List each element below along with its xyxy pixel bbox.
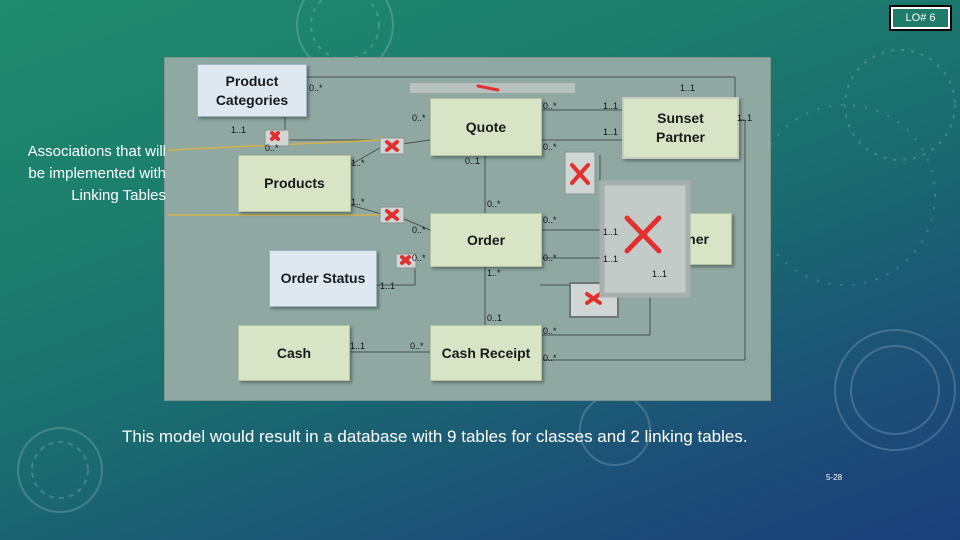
multiplicity-label: 0..* — [412, 253, 426, 263]
multiplicity-label: 0..* — [543, 326, 557, 336]
multiplicity-label: 1..* — [351, 158, 365, 168]
multiplicity-label: 1..* — [487, 268, 501, 278]
multiplicity-label: 1..1 — [231, 125, 247, 135]
multiplicity-label: 0..* — [410, 341, 424, 351]
multiplicity-label: 0..* — [543, 142, 557, 152]
class-order-status: Order Status — [269, 250, 377, 307]
class-label: Cash — [276, 344, 312, 361]
class-label: Quote — [465, 118, 507, 135]
multiplicity-label: 0..* — [487, 199, 501, 209]
multiplicity-label: 0..1 — [465, 156, 481, 166]
page-number: 5-28 — [826, 473, 843, 482]
slide-caption: This model would result in a database wi… — [122, 427, 748, 446]
multiplicity-label: 0..* — [265, 143, 279, 153]
multiplicity-label: 1..1 — [603, 101, 619, 111]
multiplicity-label: 1..1 — [680, 83, 696, 93]
class-label: Products — [264, 175, 325, 191]
multiplicity-label: 1..1 — [737, 113, 753, 123]
class-cash: Cash — [238, 325, 350, 381]
multiplicity-label: 0..* — [543, 353, 557, 363]
class-products: Products — [238, 155, 351, 212]
multiplicity-label: 0..1 — [487, 313, 503, 323]
multiplicity-label: 1..* — [351, 197, 365, 207]
linking-tables-annotation: Associations that will be implemented wi… — [27, 143, 166, 204]
learning-objective-badge: LO# 6 — [889, 5, 952, 31]
class-cash-receipt: Cash Receipt — [430, 325, 542, 381]
class-quote: Quote — [430, 98, 542, 156]
class-product-categories: Product Categories — [197, 64, 307, 117]
class-label: Sunset Partner — [655, 110, 706, 145]
class-label: Product Categories — [215, 72, 289, 108]
multiplicity-label: 1..1 — [350, 341, 366, 351]
multiplicity-label: 0..* — [412, 225, 426, 235]
class-label: Order — [466, 231, 506, 248]
multiplicity-label: 1..1 — [603, 127, 619, 137]
class-label: Cash Receipt — [441, 344, 531, 361]
multiplicity-label: 1..1 — [603, 254, 619, 264]
multiplicity-label: 0..* — [543, 215, 557, 225]
multiplicity-label: 1..1 — [603, 227, 619, 237]
class-sunset-partner: Sunset Partner — [622, 97, 739, 159]
multiplicity-label: 1..1 — [380, 281, 396, 291]
class-label: Order Status — [280, 270, 366, 286]
multiplicity-label: 1..1 — [652, 269, 668, 279]
multiplicity-label: 0..* — [543, 253, 557, 263]
multiplicity-label: 0..* — [412, 113, 426, 123]
multiplicity-label: 0..* — [309, 83, 323, 93]
class-order: Order — [430, 213, 542, 267]
multiplicity-label: 0..* — [543, 101, 557, 111]
